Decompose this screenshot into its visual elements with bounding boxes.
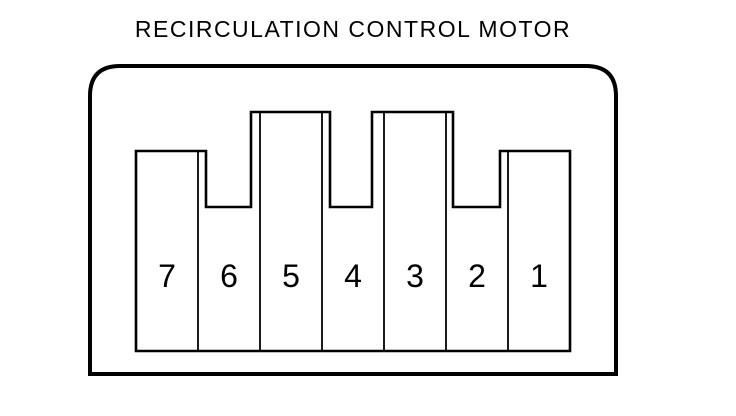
pin-label-7: 7 [158, 258, 176, 294]
pin-label-4: 4 [344, 258, 362, 294]
pin-label-5: 5 [282, 258, 300, 294]
diagram-title: RECIRCULATION CONTROL MOTOR [134, 16, 572, 42]
pin-label-3: 3 [406, 258, 424, 294]
pin-label-2: 2 [468, 258, 486, 294]
pin-label-6: 6 [220, 258, 238, 294]
pin-block-profile [134, 110, 572, 353]
connector-housing-outline [88, 64, 618, 376]
pin-label-1: 1 [530, 258, 548, 294]
